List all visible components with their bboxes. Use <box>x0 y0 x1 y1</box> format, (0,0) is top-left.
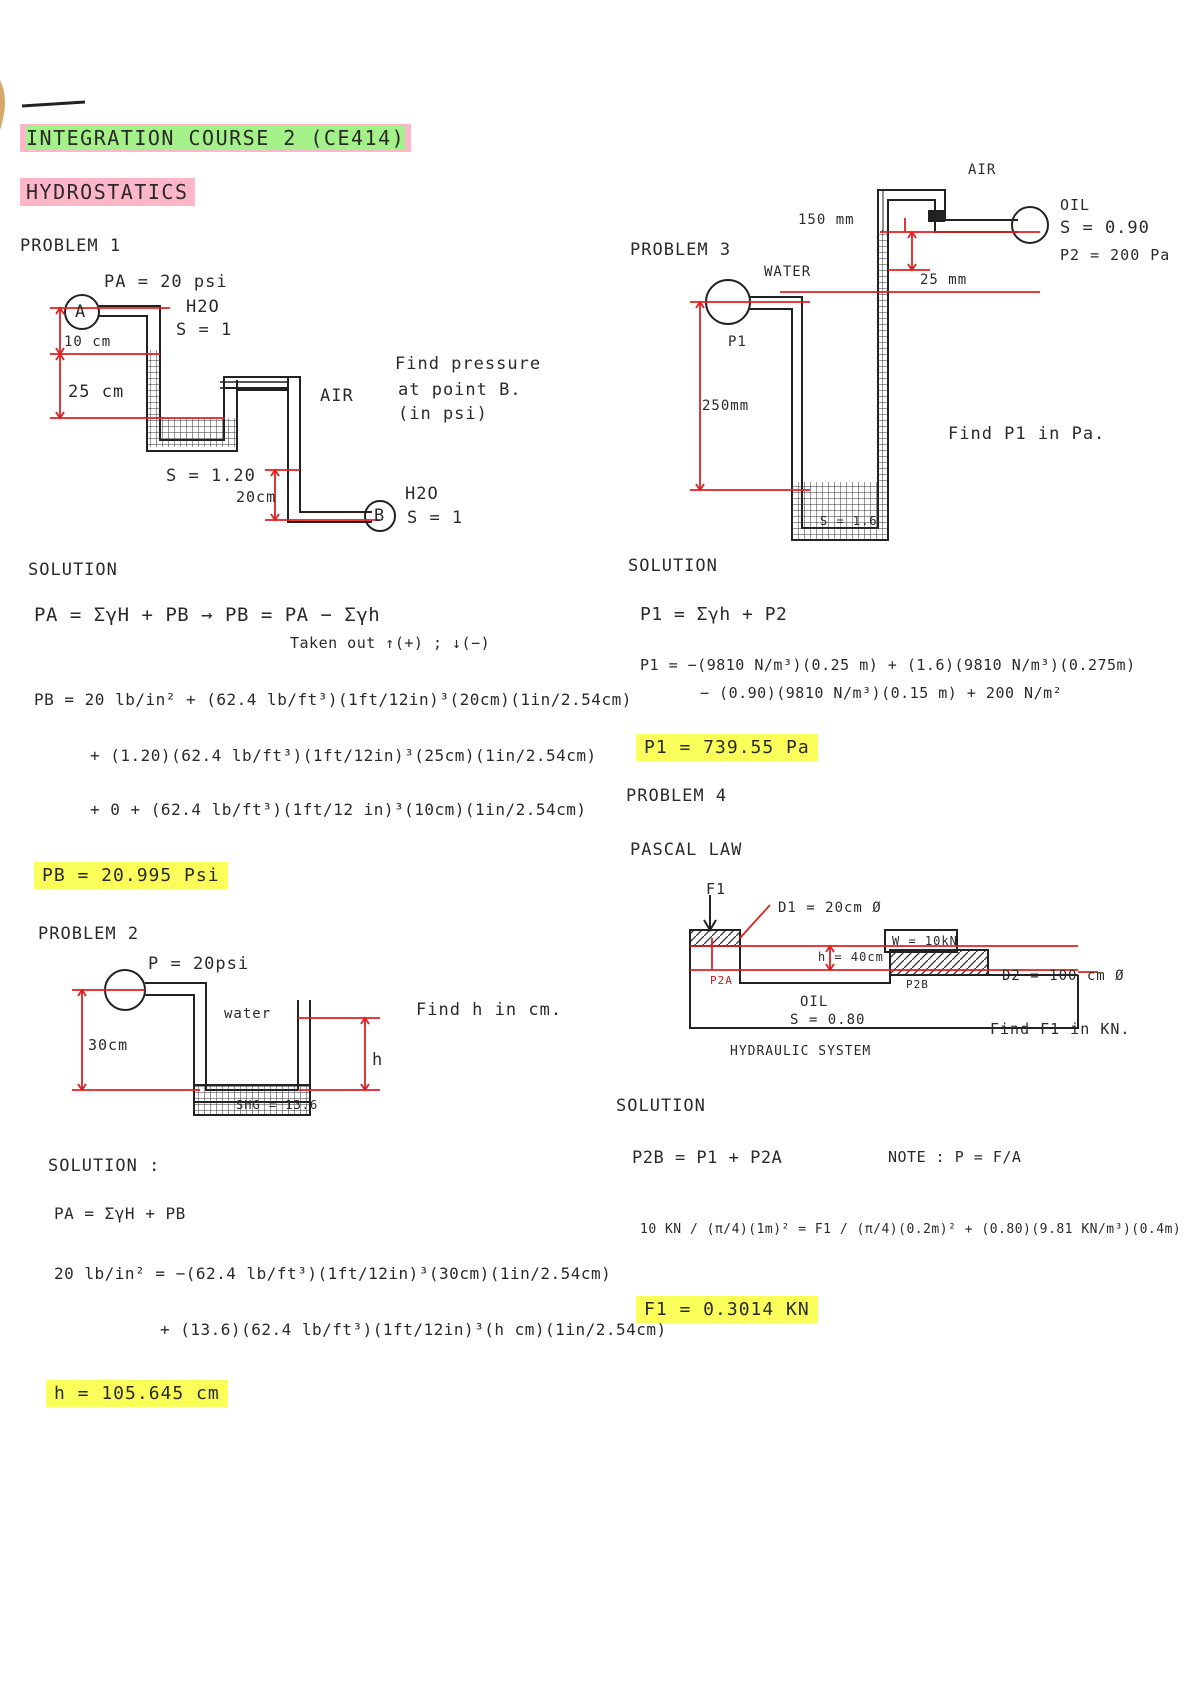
problem3-task: Find P1 in Pa. <box>948 424 1106 444</box>
problem1-s-b: S = 1 <box>407 508 464 528</box>
problem4-answer: F1 = 0.3014 KN <box>636 1296 818 1323</box>
problem2-p-label: P = 20psi <box>148 954 250 974</box>
problem3-answer: P1 = 739.55 Pa <box>636 734 818 761</box>
problem2-redlines <box>72 988 380 1092</box>
problem2-eq-1: PA = ΣγH + PB <box>54 1204 186 1223</box>
problem1-solution-heading: SOLUTION <box>28 560 118 580</box>
problem1-water-label: H2O <box>186 297 220 317</box>
problem3-dim-150: 150 mm <box>798 212 855 228</box>
problem3-dim-25: 25 mm <box>920 272 968 288</box>
problem4-eq-2: 10 KN / (π/4)(1m)² = F1 / (π/4)(0.2m)² +… <box>640 1222 1182 1237</box>
problem4-task: Find F1 in KN. <box>990 1020 1131 1038</box>
problem4-title: PROBLEM 4 <box>626 786 728 806</box>
problem2-diagram <box>104 969 311 1116</box>
problem3-eq-1: P1 = Σγh + P2 <box>640 604 788 625</box>
problem2-solution-heading: SOLUTION : <box>48 1156 161 1176</box>
problem2-s-hg: SHG = 13.6 <box>236 1098 319 1112</box>
problem2-eq-3: + (13.6)(62.4 lb/ft³)(1ft/12in)³(h cm)(1… <box>160 1320 667 1339</box>
problem3-diagram <box>705 189 1049 541</box>
problem2-h-label: h <box>372 1050 384 1070</box>
problem3-s-oil: S = 0.90 <box>1060 218 1150 238</box>
problem3-redlines <box>690 218 1040 492</box>
problem1-pa-label: PA = 20 psi <box>104 272 228 292</box>
problem1-diagram <box>64 294 396 532</box>
problem1-eq-4: + 0 + (62.4 lb/ft³)(1ft/12 in)³(10cm)(1i… <box>90 800 587 819</box>
problem2-title: PROBLEM 2 <box>38 924 140 944</box>
problem1-eq-3: + (1.20)(62.4 lb/ft³)(1ft/12in)³(25cm)(1… <box>90 746 597 765</box>
problem4-f1-label: F1 <box>706 880 727 898</box>
problem3-air-label: AIR <box>968 162 997 178</box>
problem4-subtitle: PASCAL LAW <box>630 840 743 860</box>
problem1-point-b: B <box>374 506 386 526</box>
problem4-w-label: W = 10kN <box>892 934 958 948</box>
problem1-redlines <box>50 306 380 522</box>
problem3-s-16: S = 1.6 <box>820 514 878 528</box>
problem1-task-2: at point B. <box>398 380 522 400</box>
problem4-solution-heading: SOLUTION <box>616 1096 706 1116</box>
problem3-eq-3: − (0.90)(9810 N/m³)(0.15 m) + 200 N/m² <box>700 684 1063 702</box>
problem1-eq-1: PA = ΣγH + PB → PB = PA − Σγh <box>34 604 381 626</box>
problem1-dim-20: 20cm <box>236 488 277 506</box>
problem1-dim-25: 25 cm <box>68 382 125 402</box>
problem1-sign-convention: Taken out ↑(+) ; ↓(−) <box>290 634 491 652</box>
problem4-redlines <box>690 904 1098 973</box>
problem4-d1-label: D1 = 20cm Ø <box>778 900 882 916</box>
problem2-answer: h = 105.645 cm <box>46 1380 228 1407</box>
problem4-system-label: HYDRAULIC SYSTEM <box>730 1044 872 1059</box>
problem1-eq-2: PB = 20 lb/in² + (62.4 lb/ft³)(1ft/12in)… <box>34 690 632 709</box>
problem1-task-1: Find pressure <box>395 354 542 374</box>
problem4-oil-label: OIL <box>800 994 829 1010</box>
problem4-p2a-label: P2A <box>710 974 733 987</box>
course-title-part: INTEGRATION COURSE 2 (CE414) <box>20 124 412 152</box>
topic-title: HYDROSTATICS <box>20 178 195 206</box>
course-title: INTEGRATION COURSE 2 (CE414) <box>26 126 406 150</box>
problem1-s-120: S = 1.20 <box>166 466 256 486</box>
problem4-eq-1: P2B = P1 + P2A <box>632 1148 783 1168</box>
problem4-s-oil: S = 0.80 <box>790 1012 866 1028</box>
problem2-eq-2: 20 lb/in² = −(62.4 lb/ft³)(1ft/12in)³(30… <box>54 1264 612 1283</box>
problem2-water-label: water <box>224 1006 272 1022</box>
problem1-air-label: AIR <box>320 386 354 406</box>
problem1-point-a: A <box>75 302 87 322</box>
problem3-eq-2: P1 = −(9810 N/m³)(0.25 m) + (1.6)(9810 N… <box>640 656 1136 674</box>
problem3-water-label: WATER <box>764 264 812 280</box>
problem1-water-b: H2O <box>405 484 439 504</box>
problem4-diagram <box>689 895 1079 1029</box>
problem3-oil-label: OIL <box>1060 196 1091 214</box>
problem3-title: PROBLEM 3 <box>630 240 732 260</box>
problem4-h-label: h = 40cm <box>818 950 884 964</box>
problem4-d2-label: D2 = 100 cm Ø <box>1002 968 1125 984</box>
problem4-note: NOTE : P = F/A <box>888 1148 1022 1166</box>
problem1-task-3: (in psi) <box>398 404 488 424</box>
problem3-p1-label: P1 <box>728 334 747 350</box>
problem2-task: Find h in cm. <box>416 1000 563 1020</box>
problem3-p2-label: P2 = 200 Pa <box>1060 246 1171 264</box>
problem1-title: PROBLEM 1 <box>20 236 122 256</box>
problem2-dim-30: 30cm <box>88 1036 129 1054</box>
problem1-answer: PB = 20.995 Psi <box>34 862 228 889</box>
problem3-dim-250: 250mm <box>702 398 750 414</box>
problem3-solution-heading: SOLUTION <box>628 556 718 576</box>
problem1-dim-10: 10 cm <box>64 334 112 350</box>
problem4-p2b-label: P2B <box>906 978 929 991</box>
problem1-s-water: S = 1 <box>176 320 233 340</box>
